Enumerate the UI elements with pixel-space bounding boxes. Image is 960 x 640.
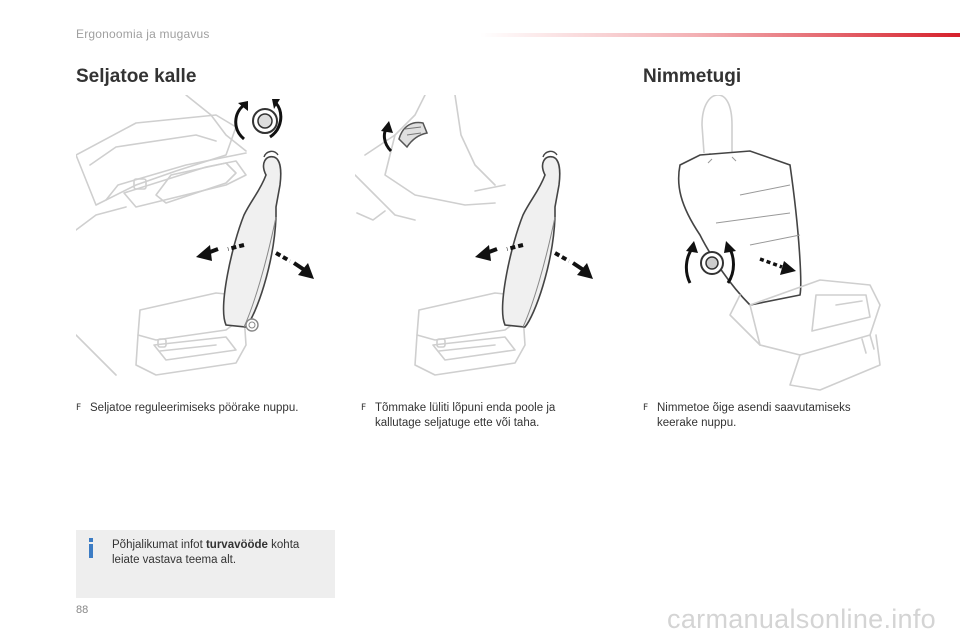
instruction-text: Seljatoe reguleerimiseks pöörake nuppu.: [90, 402, 299, 414]
illustration-backrest-knob: [76, 95, 336, 385]
chapter-header: Ergonoomia ja mugavus: [76, 27, 210, 41]
section-title-backrest: Seljatoe kalle: [76, 66, 197, 87]
header-accent-bar: [480, 33, 960, 37]
section-title-lumbar: Nimmetugi: [643, 66, 742, 87]
illustration-lumbar-knob: [640, 95, 900, 395]
instruction-item-1: F Seljatoe reguleerimiseks pöörake nuppu…: [76, 401, 344, 416]
bullet-marker: F: [76, 403, 82, 413]
instruction-item-3: F Nimmetoe õige asendi saavutamiseks kee…: [643, 401, 893, 431]
info-box: [76, 530, 335, 598]
page-number: 88: [76, 604, 89, 616]
bullet-marker: F: [361, 403, 367, 413]
info-text-bold[interactable]: turvavööde: [205, 539, 268, 551]
illustration-backrest-lever: [355, 95, 615, 385]
watermark: carmanualsonline.info: [667, 604, 936, 634]
instruction-text: Nimmetoe õige asendi saavutamiseks keera…: [657, 402, 851, 429]
info-text-before: Põhjalikumat infot: [112, 539, 206, 551]
bullet-marker: F: [643, 403, 649, 413]
info-text: Põhjalikumat infot turvavööde kohta leia…: [112, 538, 327, 568]
instruction-item-2: F Tõmmake lüliti lõpuni enda poole ja ka…: [361, 401, 601, 431]
info-text-after: kohta leiate vastava teema alt.: [112, 539, 300, 566]
instruction-text: Tõmmake lüliti lõpuni enda poole ja kall…: [375, 402, 556, 429]
info-icon: [86, 538, 96, 558]
